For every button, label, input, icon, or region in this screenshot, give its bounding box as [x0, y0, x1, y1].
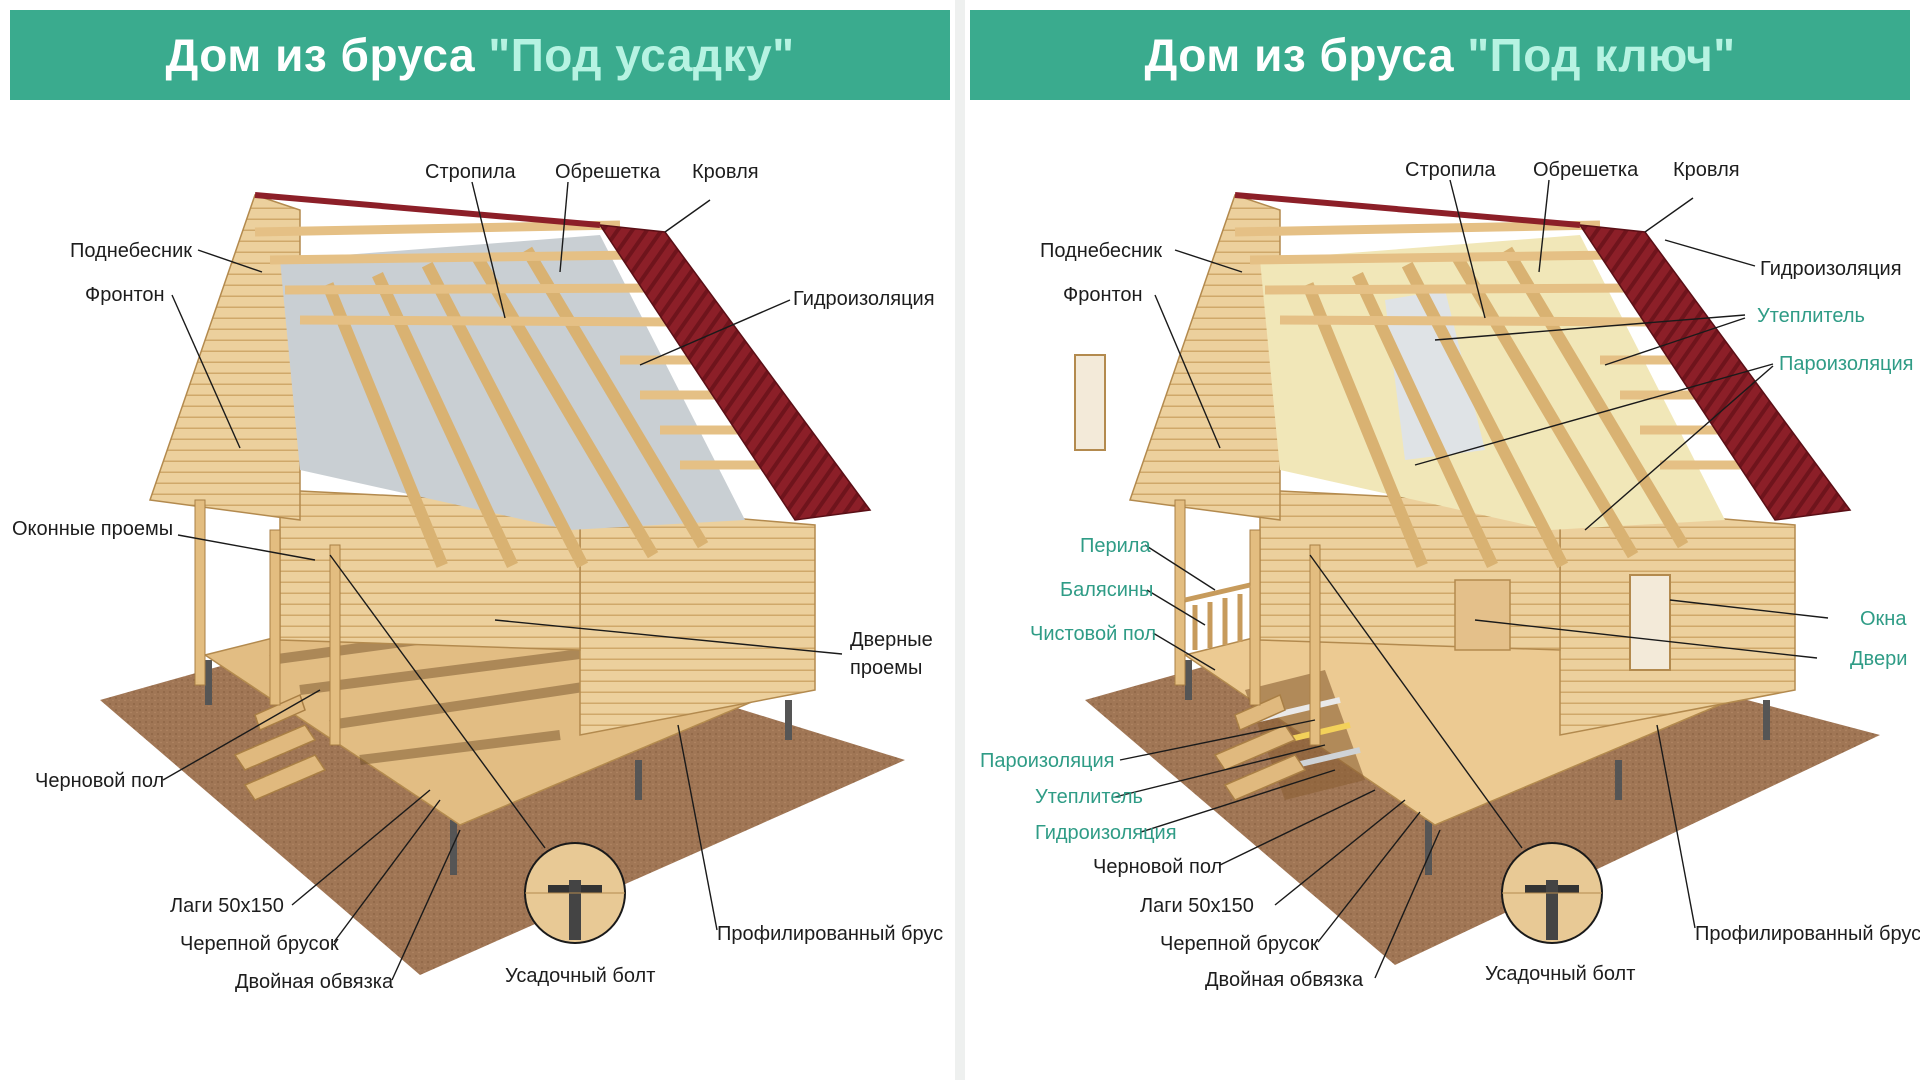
label-gable: Фронтон	[1063, 284, 1143, 306]
interior-door	[1454, 579, 1511, 651]
label-vapor-barrier-top: Пароизоляция	[1779, 353, 1914, 375]
label-roofing: Кровля	[1673, 159, 1740, 181]
roof-ridge	[254, 192, 601, 228]
label-shrinkage-bolt: Усадочный болт	[1485, 963, 1635, 985]
gable-front	[148, 194, 301, 521]
label-subfloor: Черновой пол	[35, 770, 164, 792]
title-accent: "Под усадку"	[488, 29, 795, 81]
roof-ridge	[1234, 192, 1581, 228]
label-roofing: Кровля	[692, 161, 759, 183]
label-insulation-top: Утеплитель	[1757, 305, 1865, 327]
label-joists: Лаги 50х150	[170, 895, 284, 917]
label-rafters: Стропила	[425, 161, 517, 183]
label-railing: Перила	[1080, 535, 1151, 557]
label-windows: Окна	[1860, 608, 1907, 630]
title-prefix: Дом из бруса	[1144, 29, 1468, 81]
label-waterproofing: Гидроизоляция	[793, 288, 935, 310]
label-shrinkage-bolt: Усадочный болт	[505, 965, 655, 987]
label-insulation-bottom: Утеплитель	[1035, 786, 1143, 808]
label-doors: Двери	[1850, 648, 1907, 670]
panel-under-shrinkage: Дом из бруса "Под усадку"	[0, 0, 955, 1080]
roof-covering	[598, 224, 872, 521]
label-profiled-timber: Профилированный брус	[1695, 923, 1920, 945]
label-subfloor: Черновой пол	[1093, 856, 1222, 878]
windows	[1074, 354, 1671, 671]
title-prefix: Дом из бруса	[165, 29, 489, 81]
label-profiled-timber: Профилированный брус	[717, 923, 943, 945]
porch-posts	[194, 499, 341, 746]
label-window-openings: Оконные проемы	[12, 518, 173, 540]
gable-front	[1128, 194, 1281, 521]
title-under-shrinkage: Дом из бруса "Под усадку"	[165, 28, 794, 82]
label-balusters: Балясины	[1060, 579, 1153, 601]
battens	[254, 220, 760, 470]
header-under-shrinkage: Дом из бруса "Под усадку"	[10, 10, 950, 100]
shrinkage-bolt-detail	[524, 842, 626, 944]
porch-railing	[1184, 582, 1251, 650]
rafters	[1302, 246, 1689, 569]
label-joists: Лаги 50х150	[1140, 895, 1254, 917]
label-cranial-bar: Черепной брусок	[180, 933, 339, 955]
battens	[1234, 220, 1740, 470]
label-cranial-bar: Черепной брусок	[1160, 933, 1319, 955]
label-waterproofing-top: Гидроизоляция	[1760, 258, 1902, 280]
house-diagram-under-shrinkage: Стропила Обрешетка Кровля Поднебесник Фр…	[12, 161, 943, 993]
shrinkage-bolt-detail	[1501, 842, 1603, 944]
label-rafters: Стропила	[1405, 159, 1497, 181]
entrance-stairs	[1213, 693, 1307, 801]
leader-lines	[162, 181, 843, 981]
header-turnkey: Дом из бруса "Под ключ"	[970, 10, 1910, 100]
vapor-barrier-panel	[1385, 290, 1485, 460]
foundation-piles	[1185, 660, 1770, 875]
panel-divider	[955, 0, 965, 1080]
label-finished-floor: Чистовой пол	[1030, 623, 1156, 645]
label-door-openings-1: Дверные	[850, 629, 933, 651]
porch-posts	[1174, 499, 1321, 746]
label-vapor-barrier-bottom: Пароизоляция	[980, 750, 1115, 772]
label-gable: Фронтон	[85, 284, 165, 306]
panel-turnkey: Дом из бруса "Под ключ"	[965, 0, 1920, 1080]
house-diagram-turnkey: Стропила Обрешетка Кровля Поднебесник Ги…	[980, 159, 1920, 991]
label-battens: Обрешетка	[1533, 159, 1639, 181]
label-waterproofing-bottom: Гидроизоляция	[1035, 822, 1177, 844]
foundation-piles	[205, 660, 792, 875]
label-double-binding: Двойная обвязка	[235, 971, 394, 993]
label-eaves-board: Поднебесник	[70, 240, 192, 262]
label-door-openings-2: проемы	[850, 657, 922, 679]
leader-lines	[1114, 179, 1829, 979]
title-turnkey: Дом из бруса "Под ключ"	[1144, 28, 1735, 82]
label-eaves-board: Поднебесник	[1040, 240, 1162, 262]
title-accent: "Под ключ"	[1467, 29, 1736, 81]
label-battens: Обрешетка	[555, 161, 661, 183]
label-double-binding: Двойная обвязка	[1205, 969, 1364, 991]
